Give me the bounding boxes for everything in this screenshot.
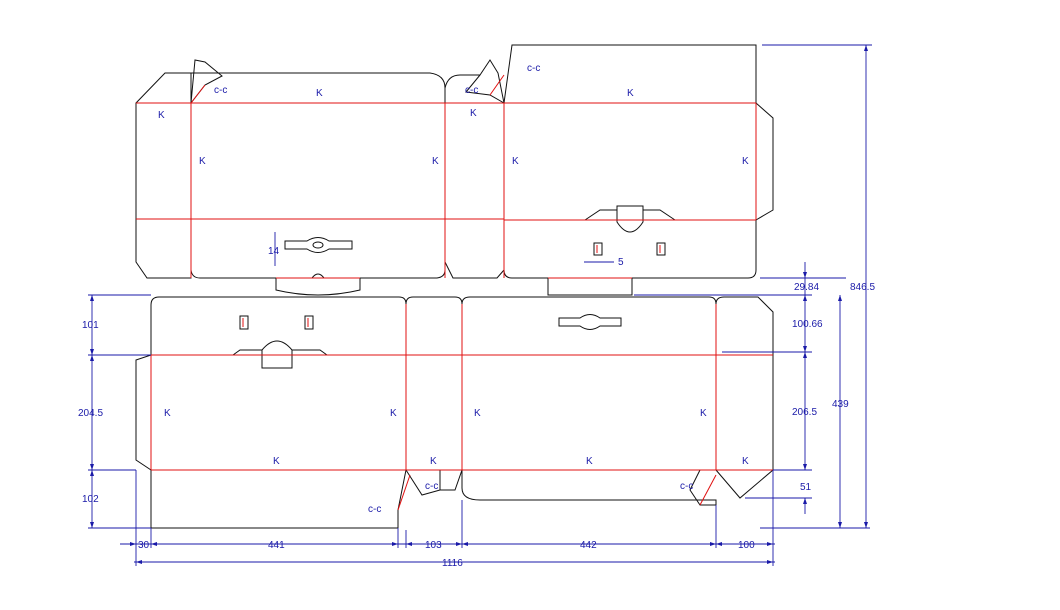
upper-cc-3: c-c — [527, 63, 540, 74]
dim-bottom-flap-left: 102 — [82, 494, 99, 505]
upper-slot-right — [656, 242, 666, 256]
upper-blank: K K K K K K K K c-c c-c c-c 14 5 — [135, 44, 774, 296]
dim-body-left: 204.5 — [78, 408, 103, 419]
dim-glue-flap: 30 — [138, 540, 150, 551]
dim-top-flap-left: 101 — [82, 320, 99, 331]
lower-panel-a-tuck — [232, 340, 328, 369]
lower-k-7: K — [700, 408, 707, 419]
lower-panel-b-dust — [405, 469, 441, 496]
dim-bottom-flap-right: 51 — [800, 482, 812, 493]
lower-k-8: K — [742, 456, 749, 467]
dimension-lines: 30 441 103 442 100 1116 101 204.5 102 — [78, 44, 875, 569]
upper-k-7: K — [627, 88, 634, 99]
dim-total-width: 1116 — [442, 558, 463, 569]
dim-panel-a: 441 — [268, 540, 285, 551]
lower-k-4: K — [430, 456, 437, 467]
dim-lower-height: 439 — [832, 399, 849, 410]
upper-cc-1: c-c — [214, 85, 227, 96]
lower-hanger-slot — [558, 314, 622, 330]
lower-cc-1: c-c — [368, 504, 381, 515]
upper-k-3: K — [199, 156, 206, 167]
dim-hanger-slot: 14 — [268, 246, 280, 257]
upper-panel-2 — [503, 44, 757, 279]
lower-glue-flap — [135, 354, 152, 471]
upper-middle-dust-flap — [465, 74, 505, 104]
dim-panel-b: 103 — [425, 540, 442, 551]
upper-cc-2: c-c — [465, 85, 478, 96]
lower-panel-c — [461, 296, 717, 506]
upper-middle-panel — [444, 59, 505, 279]
upper-hanger-hole — [312, 241, 324, 249]
upper-panel-1-body — [190, 103, 446, 296]
dim-total-height: 846.5 — [850, 282, 875, 293]
dim-top-offset: 29.84 — [794, 282, 819, 293]
upper-tuck-lock — [584, 205, 676, 233]
upper-left-side-flap — [135, 72, 192, 279]
lower-cc-2: c-c — [425, 481, 438, 492]
upper-slot-left — [593, 242, 603, 256]
lower-k-2: K — [273, 456, 280, 467]
dim-top-flap-right: 100.66 — [792, 319, 823, 330]
upper-k-6: K — [512, 156, 519, 167]
upper-k-1: K — [158, 110, 165, 121]
dim-slot-gap: 5 — [618, 257, 624, 268]
upper-k-8: K — [742, 156, 749, 167]
lower-slot-left — [239, 315, 249, 330]
lower-panel-d — [715, 296, 774, 499]
upper-k-2: K — [316, 88, 323, 99]
upper-notch — [311, 273, 325, 279]
lower-blank: K K K K K K K K c-c c-c c-c — [135, 296, 774, 529]
lower-cc-3: c-c — [680, 481, 693, 492]
dim-panel-c: 442 — [580, 540, 597, 551]
upper-right-bottom-tab — [547, 278, 633, 296]
lower-slot-right — [304, 315, 314, 330]
lower-k-5: K — [474, 408, 481, 419]
dim-panel-d: 100 — [738, 540, 755, 551]
upper-right-side-flap — [755, 102, 774, 221]
dim-body-right: 206.5 — [792, 407, 817, 418]
lower-k-6: K — [586, 456, 593, 467]
lower-k-1: K — [164, 408, 171, 419]
upper-hanger-slot — [284, 237, 353, 253]
upper-k-5: K — [470, 108, 477, 119]
lower-panel-a — [150, 296, 407, 529]
lower-k-3: K — [390, 408, 397, 419]
lower-panel-b — [405, 296, 463, 491]
upper-k-4: K — [432, 156, 439, 167]
